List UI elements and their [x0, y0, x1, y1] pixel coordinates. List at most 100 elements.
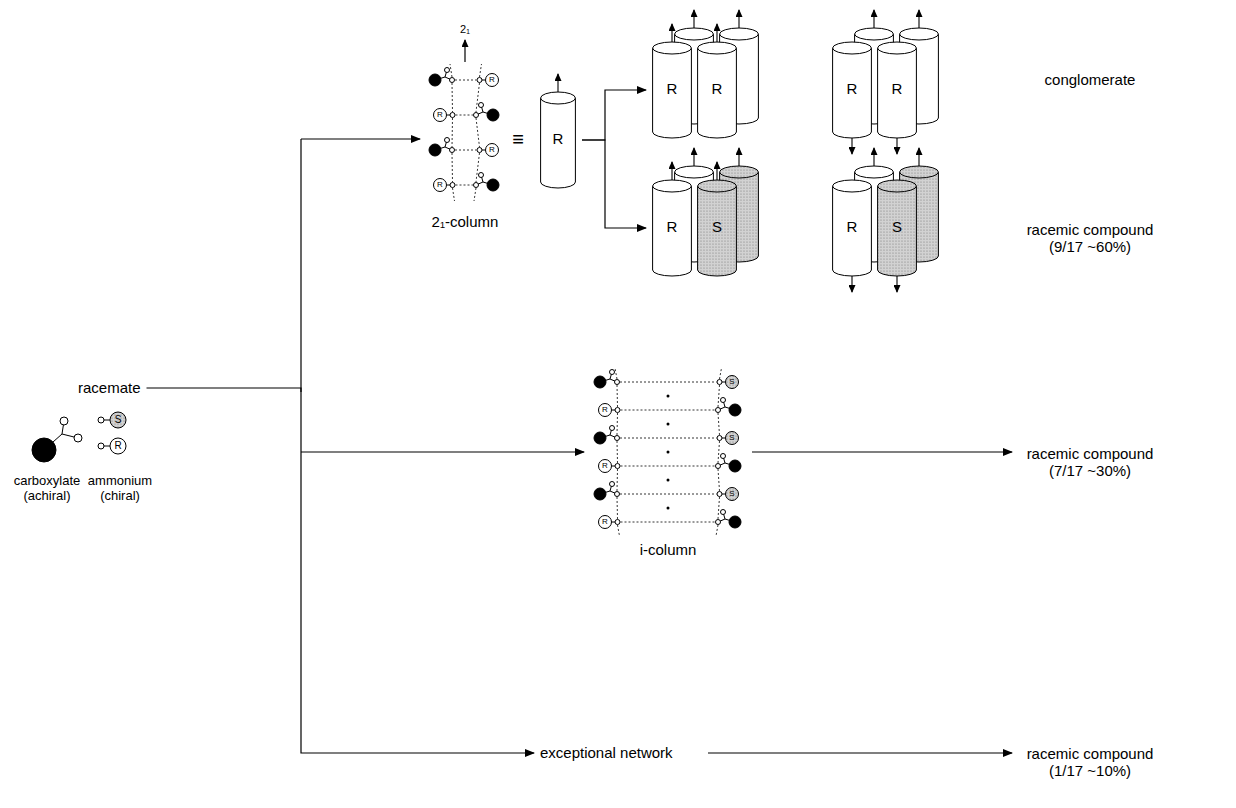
component-label: ammonium (chiral) [85, 474, 155, 504]
outcome-label: racemic compound (1/17 ~10%) [1020, 745, 1160, 780]
carboxylate-icon [32, 438, 56, 462]
column-cylinder: R [832, 180, 872, 276]
oxygen-atom [60, 417, 68, 425]
hydrogen-bond [476, 118, 480, 147]
column-axis-arrow [873, 10, 874, 28]
chirality-letter: R [877, 80, 917, 98]
column-axis-arrow [918, 10, 919, 28]
hydrogen-bond [718, 413, 720, 435]
outcome-label: conglomerate [1045, 71, 1136, 88]
hydrogen-bond [621, 410, 716, 411]
column-axis-arrow [671, 24, 672, 42]
hydrogen-bond [620, 438, 717, 439]
inversion-center [667, 395, 670, 398]
column-cylinder: R [832, 42, 872, 138]
node-text: exceptional network [540, 744, 673, 762]
chirality-letter: R [437, 180, 443, 189]
inversion-center [667, 451, 670, 454]
oxygen-atom [716, 464, 721, 469]
chiral-ammonium [486, 144, 499, 157]
oxygen-atom [721, 510, 726, 515]
hydrogen-bond [617, 497, 619, 519]
column-cylinder: R [652, 180, 692, 276]
back-cylinders [558, 10, 938, 292]
inversion-center [667, 507, 670, 510]
chiral-ammonium [726, 488, 739, 501]
hydrogen-bond [718, 469, 720, 491]
oxygen-atom [610, 370, 615, 375]
carboxylate-ion [429, 74, 441, 86]
chiral-ammonium [599, 404, 612, 417]
oxygen-atom [74, 434, 82, 442]
hydrogen-bond [618, 525, 620, 536]
column-axis-arrow [873, 148, 874, 166]
oxygen-atom [721, 454, 726, 459]
chirality-letter: S [115, 414, 122, 426]
chirality-letter: R [602, 405, 608, 414]
hydrogen-bond [455, 150, 477, 151]
molecule-drawings [32, 64, 741, 536]
oxygen-atom [479, 103, 484, 108]
column-axis-arrow [693, 10, 694, 28]
column-cylinder: R [540, 92, 576, 188]
chirality-letter: S [729, 377, 734, 386]
oxygen-atom [610, 426, 615, 431]
ammonium-nitrogen [450, 183, 455, 188]
carboxylate-ion [729, 404, 741, 416]
column-axis-arrow [851, 138, 852, 154]
connector-arrow [147, 388, 535, 753]
oxygen-atom [615, 380, 620, 385]
ammonium-nitrogen [477, 148, 482, 153]
chirality-letter: S [697, 218, 737, 236]
hydrogen-bond [452, 153, 454, 182]
ammonium-nitrogen [98, 417, 104, 423]
hydrogen-bond [620, 494, 717, 495]
column-axis-arrow [671, 162, 672, 180]
carboxylate-ion [729, 516, 741, 528]
column-axis-arrow [738, 10, 739, 28]
hydrogen-bond [621, 466, 716, 467]
ammonium-icon [110, 438, 126, 454]
hydrogen-bond [718, 497, 720, 519]
oxygen-atom [610, 482, 615, 487]
hydrogen-bond [617, 413, 619, 435]
chirality-letter: S [877, 218, 917, 236]
branch-arrow [301, 138, 420, 139]
text-node: exceptional network [540, 744, 673, 762]
hydrogen-bond [720, 368, 722, 379]
chirality-letter: S [729, 489, 734, 498]
column-axis-arrow [896, 276, 897, 292]
carboxylate-ion [594, 376, 606, 388]
column-axis-arrow [693, 148, 694, 166]
oxygen-atom [445, 138, 450, 143]
hydrogen-bond [617, 385, 619, 407]
carboxylate-ion [487, 109, 499, 121]
hydrogen-bond [453, 188, 455, 201]
ammonium-nitrogen [615, 520, 620, 525]
connector-arrow [582, 140, 646, 228]
hydrogen-bond [718, 441, 720, 463]
branch-trunk [300, 139, 301, 392]
inversion-center [667, 423, 670, 426]
oxygen-atom [450, 148, 455, 153]
ammonium-nitrogen [615, 408, 620, 413]
oxygen-atom [474, 183, 479, 188]
chirality-letter: R [832, 218, 872, 236]
ammonium-nitrogen [717, 492, 722, 497]
chirality-letter: S [729, 433, 734, 442]
carboxylate-ion [594, 488, 606, 500]
oxygen-atom [615, 436, 620, 441]
hydrogen-bond [456, 185, 474, 186]
chirality-letter: R [489, 145, 495, 154]
result-arrow [752, 451, 1012, 452]
chiral-ammonium [726, 376, 739, 389]
ammonium-nitrogen [615, 464, 620, 469]
hydrogen-bond [474, 188, 476, 201]
hydrogen-bond [456, 115, 474, 116]
carboxylate-ion [729, 460, 741, 472]
hydrogen-bond [476, 153, 480, 182]
column-axis-arrow [738, 148, 739, 166]
